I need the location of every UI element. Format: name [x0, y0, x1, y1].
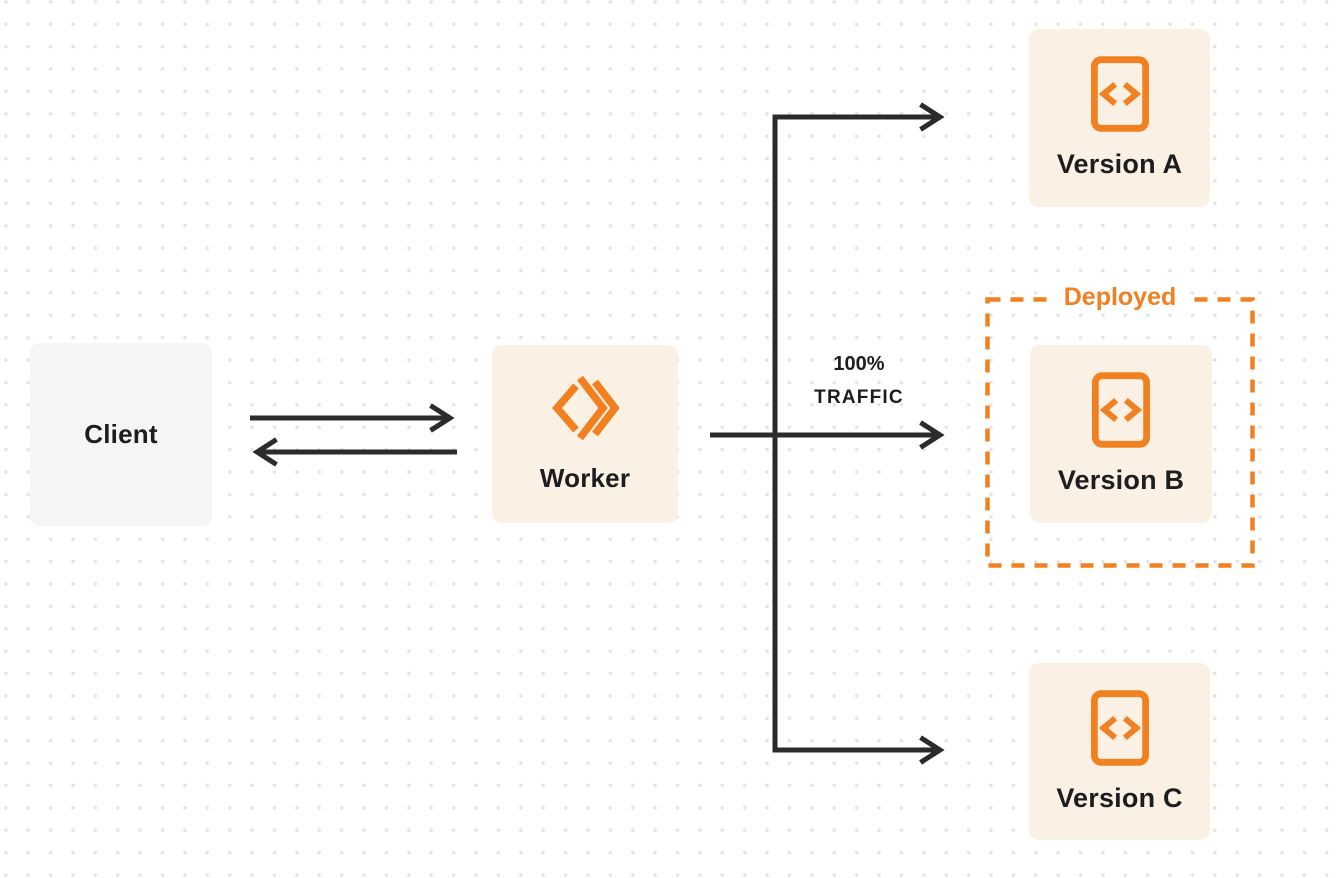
worker-node: Worker	[492, 345, 678, 523]
client-node-label: Client	[84, 419, 158, 449]
version-c-node: Version C	[1029, 663, 1210, 840]
version-b-node: Version B	[1030, 345, 1212, 523]
traffic-percentage-value: 100%	[833, 353, 885, 375]
code-file-icon	[1090, 56, 1149, 132]
traffic-percentage-label: 100% TRAFFIC	[787, 347, 931, 415]
version-b-node-label: Version B	[1057, 465, 1185, 495]
code-file-icon	[1090, 689, 1149, 766]
version-a-node-label: Version A	[1056, 149, 1183, 179]
client-node: Client	[30, 343, 212, 526]
deployed-group-outline: Deployed	[985, 282, 1255, 568]
version-a-node: Version A	[1029, 29, 1210, 207]
traffic-percentage-caption: TRAFFIC	[814, 387, 904, 408]
deployed-group-label: Deployed	[1051, 282, 1189, 312]
version-c-node-label: Version C	[1056, 782, 1183, 813]
cloudflare-workers-logo-icon	[551, 375, 619, 443]
edge-worker-to-version-c	[772, 433, 945, 765]
code-file-icon	[1092, 372, 1150, 448]
worker-node-label: Worker	[539, 462, 631, 493]
